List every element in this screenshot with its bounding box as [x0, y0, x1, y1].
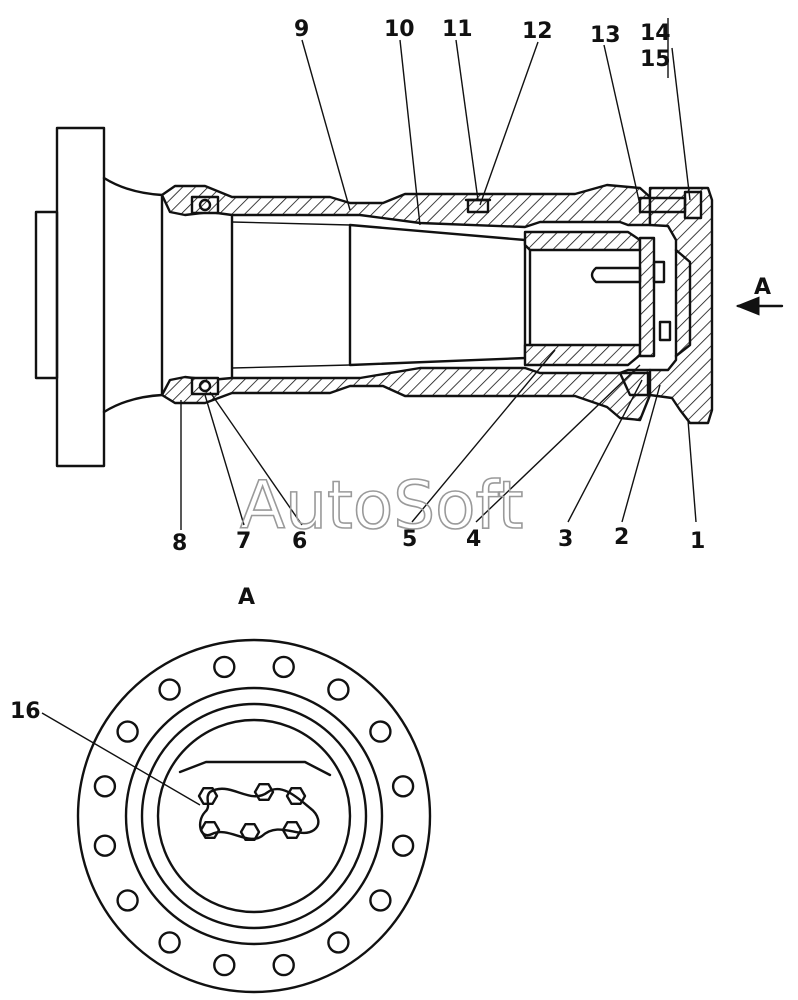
- bolt-hole: [272, 655, 295, 679]
- callout-1: 1: [690, 529, 705, 554]
- callout-12: 12: [522, 19, 553, 44]
- bolt-hole: [116, 720, 139, 743]
- bolt-head: [199, 821, 221, 839]
- section-label: A: [238, 585, 255, 610]
- bolt-hole: [158, 931, 181, 954]
- flange-inner-circle: [124, 686, 384, 946]
- bolt-head: [281, 821, 303, 839]
- callout-5: 5: [402, 527, 417, 552]
- flange: [55, 126, 106, 468]
- callout-6: 6: [292, 529, 307, 554]
- bolt-head: [253, 783, 275, 801]
- stud: [590, 266, 642, 284]
- bolt-head: [285, 787, 307, 805]
- callout-4: 4: [466, 527, 481, 552]
- callout-8: 8: [172, 531, 187, 556]
- watermark: AutoSoft: [240, 467, 523, 544]
- bolt-hole: [93, 834, 117, 857]
- callout-16: 16: [10, 699, 41, 724]
- callout-10: 10: [384, 17, 415, 42]
- bolt-hole: [327, 678, 350, 701]
- bolt-hole: [213, 655, 236, 679]
- callout-9: 9: [294, 17, 309, 42]
- callout-2: 2: [614, 525, 629, 550]
- bolt-hole: [158, 678, 181, 701]
- hub-circle: [140, 702, 368, 930]
- bolt-hole: [327, 931, 350, 954]
- callout-3: 3: [558, 527, 573, 552]
- bolt-head: [197, 787, 219, 805]
- wire-nuts: [197, 783, 307, 841]
- end-cap: [648, 186, 714, 425]
- callout-13: 13: [590, 23, 621, 48]
- cap-recess: [674, 248, 692, 358]
- sleeve-top: [523, 230, 642, 252]
- bolt-hole: [116, 889, 139, 912]
- lock-plate: [652, 260, 666, 284]
- slot: [178, 760, 332, 777]
- end-view: 16: [10, 638, 432, 994]
- bolt-hole: [272, 953, 295, 977]
- shaft-line-top: [231, 221, 351, 226]
- bolt-head: [239, 823, 261, 841]
- leader-lines: [41, 18, 697, 806]
- bolt-hole: [369, 889, 392, 912]
- bolt-hole: [93, 775, 117, 798]
- bolt-hole: [391, 834, 415, 857]
- bolt-holes: [93, 655, 415, 977]
- callout-14: 14: [640, 21, 671, 46]
- section-view: A 9 10 11 12 13 14 15 8 7: [34, 17, 784, 806]
- seal-ring-bottom: [198, 379, 212, 393]
- housing-top-wall: [160, 183, 652, 229]
- bolt-hole: [213, 953, 236, 977]
- sleeve-bottom: [523, 343, 642, 367]
- seal-ring-top: [198, 198, 212, 212]
- tapered-shaft: [348, 223, 527, 367]
- bolt-hole: [391, 775, 415, 798]
- callout-11: 11: [442, 17, 473, 42]
- bearing-ring: [618, 371, 650, 397]
- bore-circle: [156, 718, 352, 914]
- flange-neck: [102, 176, 164, 414]
- seal-top: [190, 195, 220, 215]
- view-marker-label: A: [754, 275, 771, 300]
- bolt-hole: [369, 720, 392, 743]
- flange-outer-circle: [76, 638, 432, 994]
- callout-15: 15: [640, 47, 671, 72]
- seal-bottom: [190, 376, 220, 396]
- callout-7: 7: [236, 529, 251, 554]
- housing-bottom-wall: [160, 366, 652, 422]
- bolt-head-14: [683, 190, 703, 220]
- lock-wire-16: [198, 787, 320, 840]
- shaft-line-bottom: [231, 364, 351, 369]
- washer-plate: [638, 236, 656, 358]
- lock-plate-2: [658, 320, 672, 342]
- flange-hub: [34, 210, 59, 380]
